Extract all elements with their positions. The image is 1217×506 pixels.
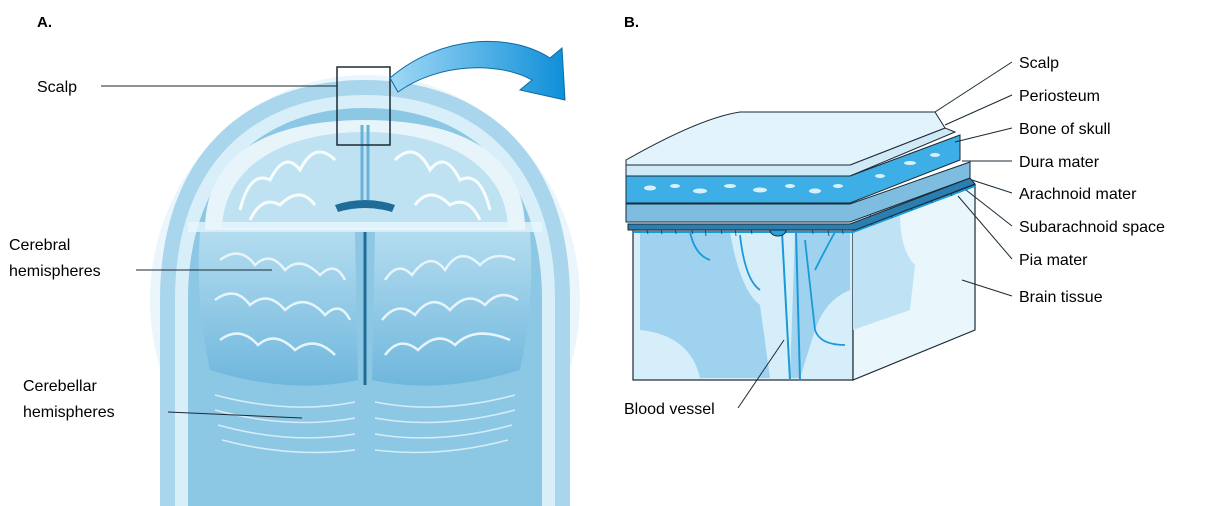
label-cerebral-line1: Cerebral: [9, 237, 70, 254]
label-brain-tissue: Brain tissue: [1019, 289, 1103, 306]
panel-b-label: B.: [624, 14, 639, 31]
label-dura-mater: Dura mater: [1019, 154, 1100, 171]
label-bone-of-skull: Bone of skull: [1019, 121, 1111, 138]
label-cerebral-line2: hemispheres: [9, 263, 101, 280]
label-periosteum: Periosteum: [1019, 88, 1100, 105]
panel-a-label: A.: [37, 14, 52, 31]
label-cerebellar-line2: hemispheres: [23, 404, 115, 421]
head-coronal-illustration: [150, 67, 580, 506]
label-pia-mater: Pia mater: [1019, 252, 1088, 269]
label-scalp-b: Scalp: [1019, 55, 1059, 72]
label-scalp-a: Scalp: [37, 79, 77, 96]
label-blood-vessel: Blood vessel: [624, 401, 715, 418]
label-arachnoid-mater: Arachnoid mater: [1019, 186, 1137, 203]
label-cerebellar-line1: Cerebellar: [23, 378, 97, 395]
meninges-block-illustration: [626, 112, 975, 380]
label-subarachnoid-space: Subarachnoid space: [1019, 219, 1165, 236]
